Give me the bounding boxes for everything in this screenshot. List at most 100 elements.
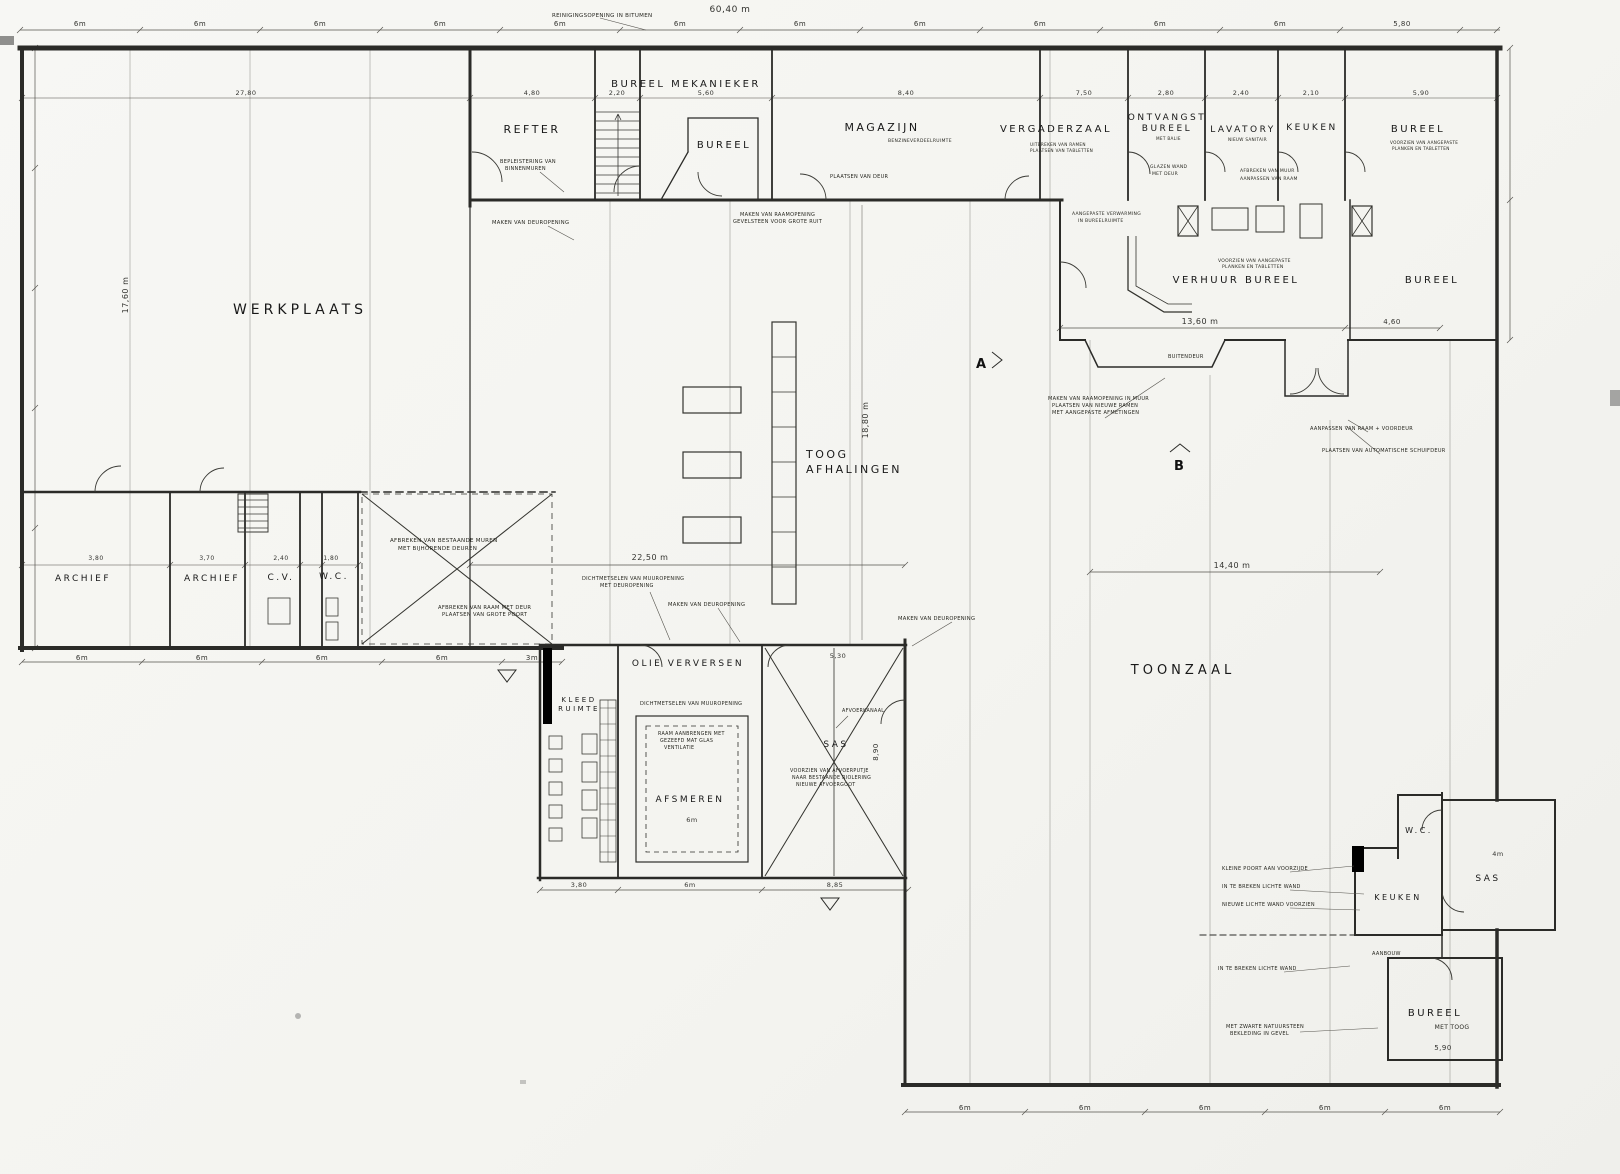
room-label-sas-annex: SAS [1475,874,1500,884]
room-label-bureel-rightmid: BUREEL [1405,275,1459,286]
dim-1760: 17,60 m [121,277,130,314]
dim-560: 5,60 [698,89,714,97]
annotation-buitendeur: BUITENDEUR [1168,354,1204,360]
annotation-benzine: BENZINEVERDEELRUIMTE [888,138,952,144]
dim-4m: 4m [1492,850,1503,858]
dim-6m: 6m [314,20,326,28]
annotation-dicht-1b: DICHTMETSELEN VAN MUUROPENING [640,701,742,707]
annotation-glas-2: GEZEEFD MAT GLAS [660,738,713,744]
room-label-bureel-topright: BUREEL [1391,124,1445,135]
dim-6m: 6m [1274,20,1286,28]
annotation-put-3: NIEUWE AFVOERGOOT [796,782,856,788]
room-label-bureel-mekanieker: BUREEL MEKANIEKER [611,79,761,90]
dim-530: 5,30 [830,652,846,660]
annotation-afvoerkanaal: AFVOERKANAAL [842,708,884,714]
section-markers [497,351,1191,911]
annotation-gevel-2: BEKLEDING IN GEVEL [1230,1031,1289,1037]
dim-220: 2,20 [609,89,625,97]
annotation-tabletten-mid-2: PLANKEN EN TABLETTEN [1222,264,1284,270]
annotation-glazen-2: MET DEUR [1152,171,1178,177]
dim-3m: 3m [526,654,538,662]
letter-markers: A B [976,357,1184,474]
room-label-refter: REFTER [503,123,560,136]
room-label-olie-verversen: OLIE VERVERSEN [632,659,744,669]
room-label-ontvangst-2: BUREEL [1142,124,1192,134]
room-label-keuken-annex: KEUKEN [1374,893,1421,902]
room-label-verhuur-bureel: VERHUUR BUREEL [1173,275,1300,286]
annotation-plaatsen-deur: PLAATSEN VAN DEUR [830,174,889,180]
dim-6m: 6m [436,654,448,662]
marker-b: B [1174,459,1184,474]
annotation-raam-muur-2: PLAATSEN VAN NIEUWE RAMEN [1052,403,1138,409]
dim-380: 3,80 [88,555,103,562]
dim-240: 2,40 [1233,89,1249,97]
furniture [1127,203,1373,313]
dim-6m: 6m [1199,1104,1211,1112]
annotation-afbreken-2: MET BIJHORENDE DEUREN [398,546,477,552]
annotation-maken-deuropening-1: MAKEN VAN DEUROPENING [492,220,569,226]
annotation-tabletten-mid-1: VOORZIEN VAN AANGEPASTE [1218,258,1291,264]
annotation-verg-2: PLAATSEN VAN TABLETTEN [1030,148,1093,153]
dim-370: 3,70 [199,555,214,562]
room-label-wc-annex: W.C. [1405,826,1433,835]
stairs-hatch [237,111,640,533]
room-label-afsmeren: AFSMEREN [655,795,724,805]
dim-6m: 6m [684,881,695,889]
dim-1880: 18,80 m [861,402,870,439]
dim-overall: 60,40 m [710,5,751,15]
annotation-glas-1: RAAM AANBRENGEN MET [658,731,725,737]
dim-480: 4,80 [524,89,540,97]
dim-6m: 6m [196,654,208,662]
dim-6m: 6m [686,816,697,824]
room-label-toonzaal: TOONZAAL [1130,663,1235,678]
fixtures [267,597,617,863]
annotation-verg-1: UITBREKEN VAN RAMEN [1030,142,1086,147]
dim-240: 2,40 [273,555,288,562]
annotation-raam-muur-3: MET AANGEPASTE AFMETINGEN [1052,410,1139,416]
room-label-vergaderzaal: VERGADERZAAL [1000,124,1112,135]
scan-artifacts [0,36,1620,1084]
dim-6m: 6m [76,654,88,662]
room-labels: WERKPLAATS REFTER BUREEL MEKANIEKER BURE… [55,79,1500,1031]
room-label-archief-1: ARCHIEF [55,574,111,584]
walls [17,45,1556,1089]
annotation-voordeur: AANPASSEN VAN RAAM + VOORDEUR [1310,426,1413,432]
door-arcs [94,151,1465,981]
sas-roof-lines [764,647,904,877]
dim-2780: 27,80 [235,89,256,97]
annotation-verwarming-1: AANGEPASTE VERWARMING [1072,211,1141,217]
annotation-poort-1: AFBREKEN VAN RAAM MET DEUR [438,605,531,611]
dim-180: 1,80 [323,555,338,562]
dim-6m: 6m [1079,1104,1091,1112]
annotation-afbreken-1: AFBREKEN VAN BESTAANDE MUREN [390,538,497,544]
annotation-raamopening-2: GEVELSTEEN VOOR GROTE RUIT [733,219,823,225]
dimension-labels: 60,40 m 6m 6m 6m 6m 6m 6m 6m 6m 6m 6m 6m… [74,5,1503,1112]
annotation-top-note: REINIGINGSOPENING IN BITUMEN [552,13,652,19]
annotation-refter-1: BEPLEISTERING VAN [500,159,556,165]
annotation-poort-2: PLAATSEN VAN GROTE POORT [442,612,528,618]
annotation-maken-deuropening-3: MAKEN VAN DEUROPENING [898,616,975,622]
dim-210: 2,10 [1303,89,1319,97]
room-label-kleed-2: RUIMTE [558,705,600,713]
dim-885: 8,85 [827,881,843,889]
dim-380: 3,80 [571,881,587,889]
annotation-schuifdeur: PLAATSEN VAN AUTOMATISCHE SCHUIFDEUR [1322,448,1446,454]
dim-6m: 6m [959,1104,971,1112]
room-label-ontvangst-1: ONTVANGST [1128,113,1206,123]
dimension-lines [16,26,1514,1116]
annotation-gevel-1: MET ZWARTE NATUURSTEEN [1226,1024,1304,1030]
annotation-aanbouw: AANBOUW [1372,951,1401,957]
dim-6m: 6m [794,20,806,28]
dim-590: 5,90 [1413,89,1429,97]
annotation-labels: REINIGINGSOPENING IN BITUMEN BEPLEISTERI… [390,13,1458,1037]
annotation-sanitair: NIEUW SANITAIR [1228,137,1267,142]
dim-6m: 6m [554,20,566,28]
dim-580: 5,80 [1393,20,1411,28]
dim-1360: 13,60 m [1182,317,1219,326]
annotation-balie: MET BALIE [1156,136,1181,141]
marker-a: A [976,357,986,372]
dim-6m: 6m [316,654,328,662]
leader-lines [539,17,1381,1033]
grid-lines [129,48,1451,1085]
room-label-werkplaats: WERKPLAATS [233,302,367,318]
